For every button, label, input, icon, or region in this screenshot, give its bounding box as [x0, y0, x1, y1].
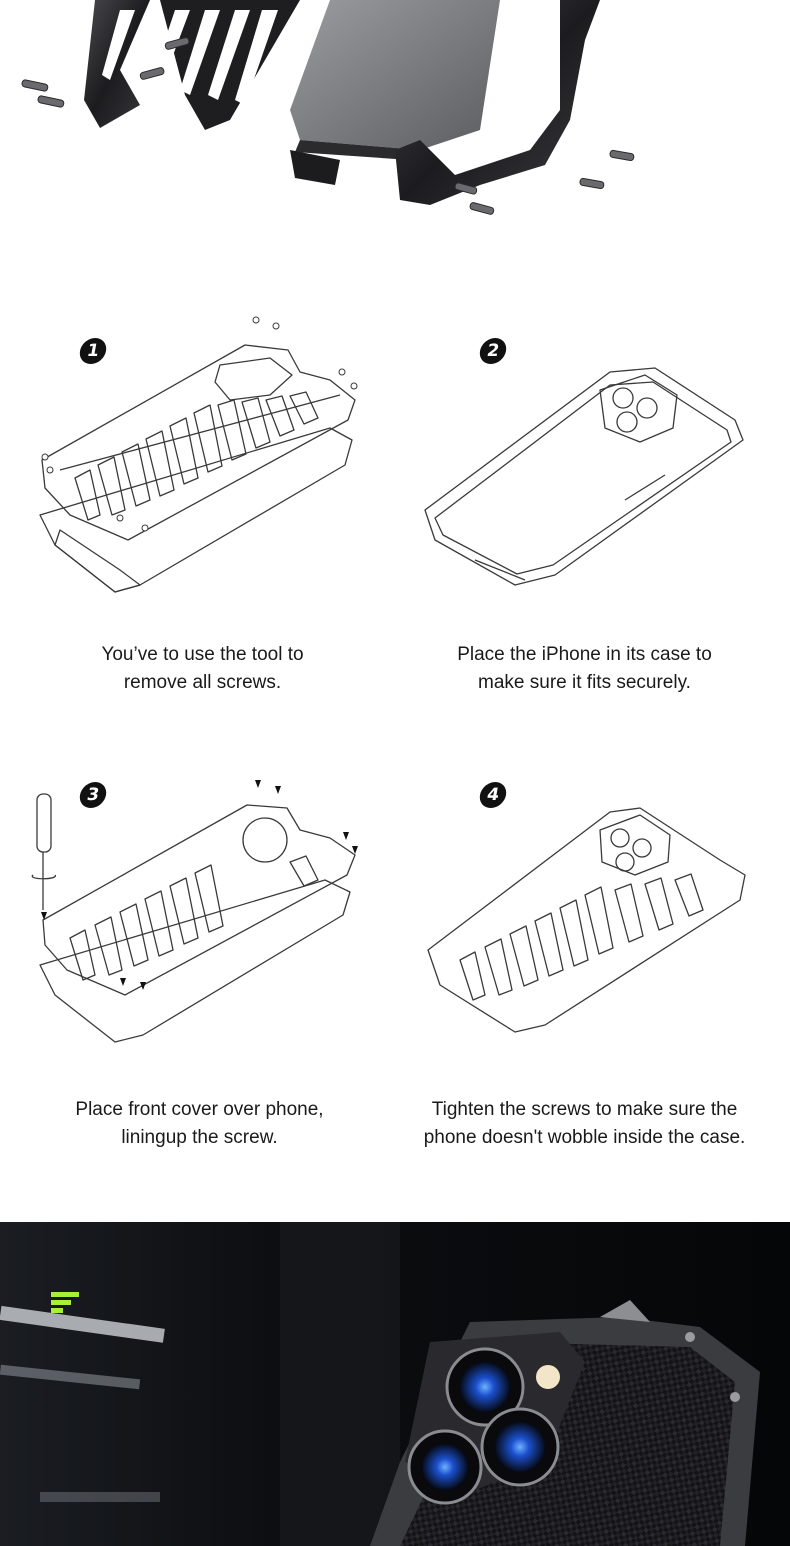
step-4-tightened-case-illustration	[427, 807, 746, 1033]
hero-exploded-case-image	[0, 0, 790, 240]
step-1-caption: You’ve to use the tool to remove all scr…	[5, 641, 400, 697]
step-4-caption-line-2: phone doesn't wobble inside the case.	[423, 1127, 746, 1148]
step-4-caption: Tighten the screws to make sure the phon…	[387, 1096, 782, 1152]
step-3-caption-line-2: liningup the screw.	[121, 1127, 278, 1148]
exploded-case-render	[21, 0, 635, 215]
step-4-caption-line-1: Tighten the screws to make sure the	[431, 1099, 738, 1120]
step-2-caption: Place the iPhone in its case to make sur…	[387, 641, 782, 697]
step-3-caption-line-1: Place front cover over phone,	[75, 1099, 324, 1120]
step-2-phone-in-case-illustration	[424, 367, 744, 586]
product-banner	[0, 1222, 790, 1546]
step-3-caption: Place front cover over phone, liningup t…	[2, 1096, 397, 1152]
step-1-unscrew-illustration	[39, 316, 358, 593]
step-1-caption-line-2: remove all screws.	[123, 672, 282, 693]
phone-case-carbon-render	[0, 1222, 790, 1546]
step-1-caption-line-1: You’ve to use the tool to	[101, 644, 304, 665]
step-3-screwdriver-illustration	[31, 780, 358, 1043]
brand-stripes-icon	[51, 1292, 79, 1313]
step-2-caption-line-2: make sure it fits securely.	[478, 672, 691, 693]
step-2-caption-line-1: Place the iPhone in its case to	[457, 644, 712, 665]
